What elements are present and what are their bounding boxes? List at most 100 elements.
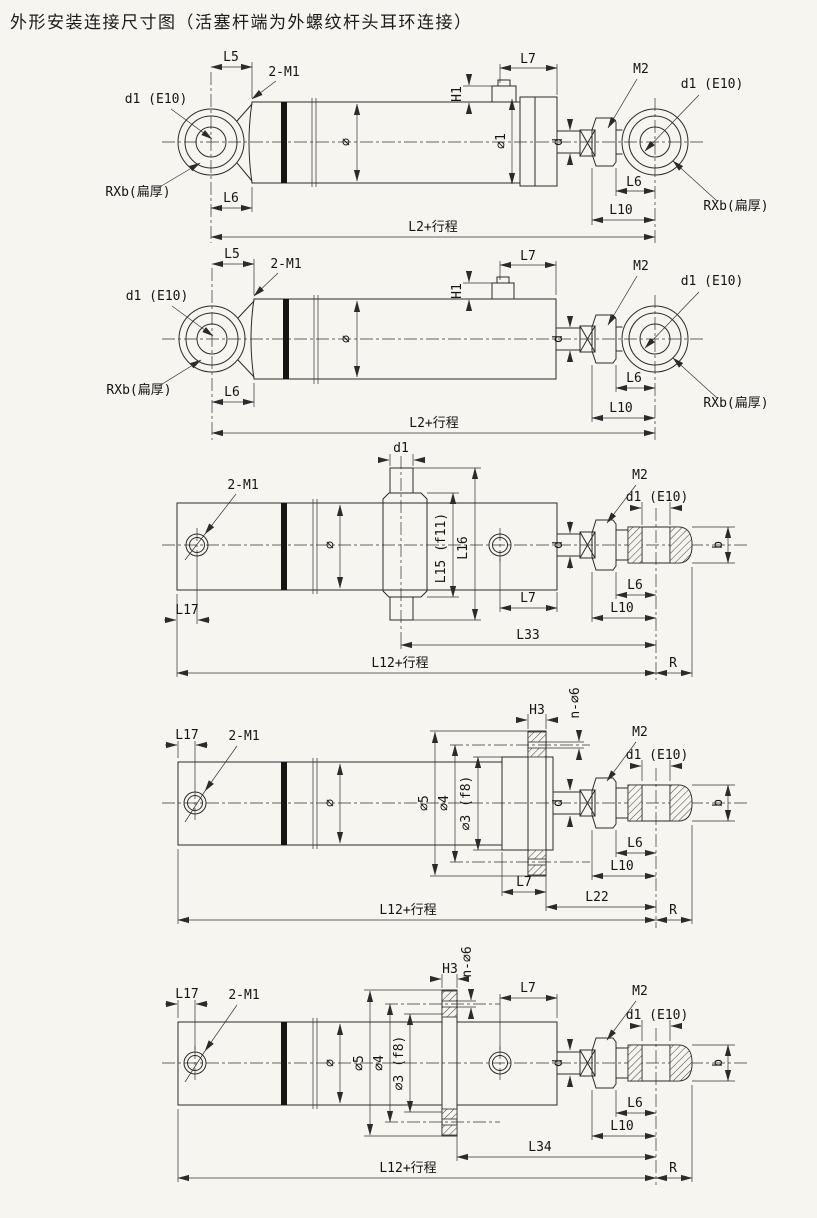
v2-d1-right-label: d1 (E10) — [681, 274, 744, 289]
flange-hatch-2 — [527, 747, 547, 758]
piston-rod — [556, 1051, 581, 1075]
piston-rod — [556, 533, 581, 557]
v2-phi-label: ∅ — [339, 335, 354, 343]
v5-phi5-label: ∅5 — [352, 1055, 367, 1071]
rod-head — [591, 314, 623, 364]
left-eye-outer — [178, 305, 246, 373]
v5-phi3-label: ∅3 (f8) — [392, 1036, 407, 1091]
v1-phi1-label: ∅1 — [494, 133, 509, 149]
centerlines — [162, 744, 750, 928]
v2-l10-label: L10 — [609, 401, 632, 416]
leader-2-m1 — [204, 1004, 238, 1052]
leader-m2 — [607, 78, 638, 129]
v1-l6-right-label: L6 — [626, 175, 642, 190]
leader-d1-left — [171, 305, 214, 337]
flange-hatch-3 — [441, 1108, 458, 1120]
v4-l17-label: L17 — [175, 728, 198, 743]
eye-hatch-left — [627, 1044, 643, 1082]
centerlines — [162, 1003, 750, 1185]
rod-head — [591, 777, 629, 829]
left-eye-ring — [185, 312, 239, 366]
v2-rxb-right-label: RXb(扁厚) — [703, 396, 768, 411]
page-title: 外形安装连接尺寸图（活塞杆端为外螺纹杆头耳环连接） — [10, 13, 473, 32]
left-port — [183, 1051, 207, 1075]
body-outline — [176, 467, 693, 621]
extension-lines — [253, 259, 617, 422]
v3-l7-label: L7 — [520, 591, 536, 606]
left-eye-bore — [196, 323, 228, 355]
right-eye-bore — [639, 126, 671, 158]
v3-m2-label: M2 — [632, 468, 648, 483]
weld-seam-lines — [312, 758, 318, 849]
leader-2-m1 — [253, 272, 279, 297]
leader-m2 — [606, 484, 637, 524]
v3-b-label: b — [711, 541, 726, 549]
port-nipple — [491, 79, 517, 103]
trunnion-pins — [389, 467, 414, 621]
right-eye-bore — [639, 323, 671, 355]
piston-seal-band — [281, 1022, 287, 1105]
extension-lines — [177, 714, 735, 924]
weld-seam-lines — [312, 499, 318, 594]
weld-seam-lines — [313, 295, 319, 384]
flange-hatch-1 — [527, 731, 547, 743]
body-rectangle — [176, 502, 558, 591]
v4-d1e10-label: d1 (E10) — [626, 748, 689, 763]
v5-nphi6-label: n-∅6 — [460, 946, 475, 977]
v2-l2-label: L2+行程 — [409, 416, 458, 431]
dimensions — [164, 454, 735, 677]
rod-head — [591, 519, 629, 571]
v2-h1-label: H1 — [450, 283, 465, 299]
v1-d1-right-label: d1 (E10) — [681, 77, 744, 92]
leader-2-m1 — [204, 745, 238, 792]
v3-phi-label: ∅ — [323, 541, 338, 549]
v2-l5-label: L5 — [224, 247, 240, 262]
v3-d1-label: d1 — [393, 441, 409, 456]
weld-seam-lines — [311, 98, 317, 187]
eye-hatch-left — [627, 526, 643, 564]
v5-phi4-label: ∅4 — [372, 1055, 387, 1071]
body-outline — [178, 276, 689, 380]
v4-phi4-label: ∅4 — [437, 795, 452, 811]
weld-seam-lines — [312, 1018, 318, 1109]
extension-lines — [176, 454, 735, 677]
v4-phi3-label: ∅3 (f8) — [459, 776, 474, 831]
head-block — [456, 1021, 558, 1106]
left-neck-and-cap — [237, 298, 255, 380]
v2-d1-left-label: d1 (E10) — [126, 289, 189, 304]
dimensions — [157, 62, 718, 241]
barrel — [177, 1021, 443, 1106]
leader-2-m1-tail — [184, 1050, 206, 1083]
v1-l2-label: L2+行程 — [408, 220, 457, 235]
leader-m2 — [607, 275, 638, 326]
right-eye-ring — [628, 115, 682, 169]
v5-l34-label: L34 — [528, 1140, 552, 1155]
flange-hatch-4 — [441, 1124, 458, 1136]
v3-l10-label: L10 — [610, 601, 633, 616]
v1-l10-label: L10 — [609, 203, 632, 218]
left-port-bore — [187, 1055, 203, 1071]
v5-phi-label: ∅ — [323, 1059, 338, 1067]
dimensions — [165, 714, 735, 924]
v1-d-label: d — [551, 138, 566, 146]
head-port-bore — [492, 1055, 508, 1071]
eye-hatch-right — [669, 1044, 693, 1082]
leader-rxb-right — [672, 357, 718, 399]
v5-l17-label: L17 — [175, 987, 198, 1002]
right-port-bore — [492, 537, 508, 553]
v4-h3-label: H3 — [529, 703, 545, 718]
v4-r-label: R — [669, 903, 677, 918]
v5-h3-label: H3 — [442, 962, 458, 977]
flange-hatch-3 — [527, 849, 547, 860]
v4-l12-label: L12+行程 — [379, 903, 436, 918]
v5-l7-label: L7 — [520, 981, 536, 996]
v1-phi-label: ∅ — [339, 138, 354, 146]
v3-d1e10-label: d1 (E10) — [626, 490, 689, 505]
head-cap — [519, 96, 558, 187]
left-eye-bore — [195, 126, 227, 158]
barrel — [253, 298, 557, 380]
view-5-front-flange-mount-cylinder: L17 2-M1 ∅ H3 n-∅6 ∅5 ∅4 ∅3 (f8) L7 M2 d… — [162, 946, 750, 1185]
v2-l6-right-label: L6 — [626, 371, 642, 386]
v2-2m1-label: 2-M1 — [270, 257, 301, 272]
